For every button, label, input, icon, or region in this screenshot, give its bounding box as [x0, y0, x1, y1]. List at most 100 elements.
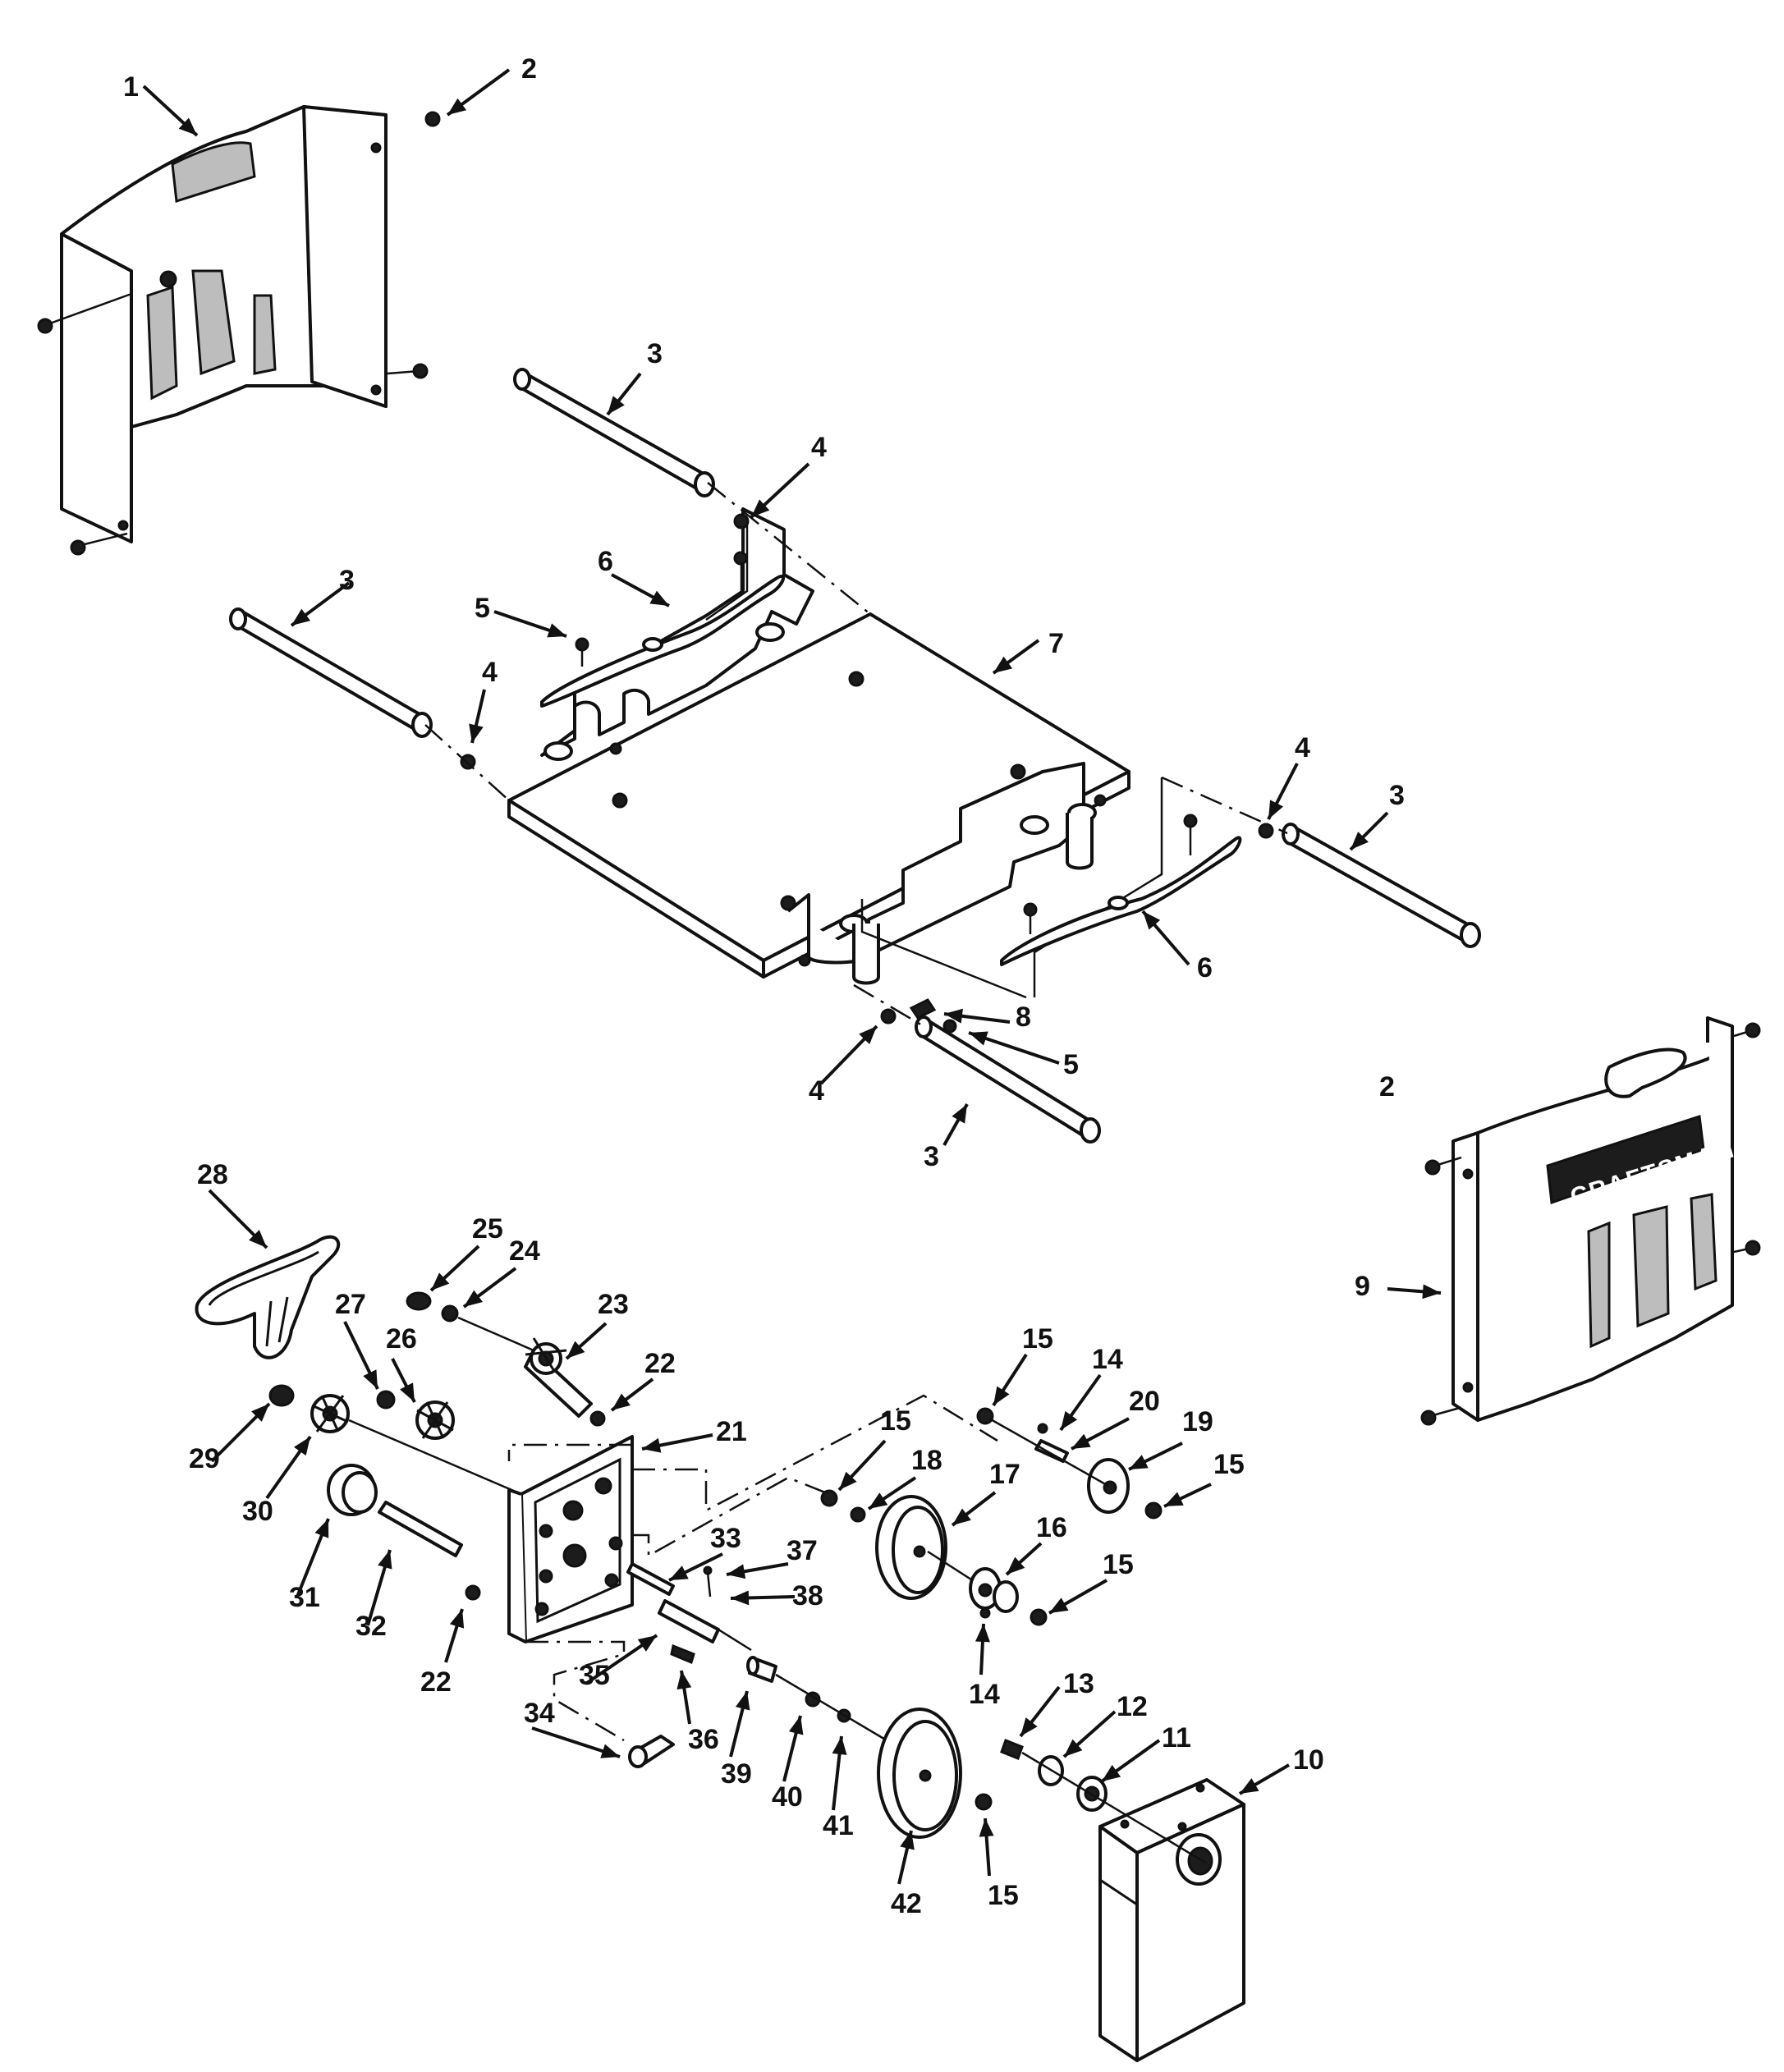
handle-part-34: [628, 1735, 675, 1768]
arrowhead: [751, 499, 770, 517]
arrowhead: [979, 1818, 994, 1837]
arrowhead: [600, 1744, 620, 1758]
bearing-part-15-upper: [976, 1407, 994, 1425]
callout-2-top: 2: [521, 53, 537, 85]
arrowhead: [293, 1437, 310, 1456]
callout-10: 10: [1293, 1744, 1324, 1776]
spacer-part-38: [718, 1628, 752, 1652]
leader-arrows: [142, 68, 1442, 1885]
callout-14-lower: 14: [969, 1679, 1000, 1710]
pulley-part-31: [327, 1464, 378, 1516]
callout-6-lower: 6: [1197, 952, 1213, 983]
arrowhead: [952, 1104, 967, 1124]
arrowhead: [642, 1437, 662, 1453]
gear-housing-plate-part-21: [507, 1435, 634, 1643]
arrowhead: [788, 1716, 804, 1735]
arrowhead: [975, 1624, 990, 1643]
gear-part-23: [524, 1337, 593, 1418]
arrowhead: [993, 656, 1013, 673]
callout-3-top: 3: [647, 338, 663, 369]
gear-large-part-17: [875, 1495, 947, 1600]
arrowhead: [363, 1369, 378, 1389]
arrowhead: [1268, 800, 1284, 819]
assembly-line-lower: [525, 1640, 626, 1742]
left-cover-part-1: [37, 105, 441, 556]
gear-part-26: [415, 1400, 455, 1440]
callout-40: 40: [772, 1781, 803, 1813]
sprocket-large-part-42: [877, 1708, 962, 1839]
callout-2-right: 2: [1379, 1071, 1395, 1102]
arrowhead: [859, 1026, 877, 1045]
callout-38: 38: [792, 1580, 823, 1611]
callout-18: 18: [911, 1445, 942, 1476]
arrowhead: [869, 1492, 888, 1509]
callout-8: 8: [1016, 1002, 1031, 1033]
arrowhead: [178, 117, 197, 135]
callout-15-e: 15: [988, 1880, 1019, 1911]
callout-37: 37: [787, 1535, 818, 1566]
callout-41: 41: [823, 1810, 854, 1841]
nut-part-25: [406, 1291, 432, 1311]
callout-9: 9: [1355, 1271, 1370, 1302]
coupler-part-35: [658, 1599, 720, 1643]
callout-4-left: 4: [482, 657, 498, 688]
key-part-36: [670, 1643, 695, 1665]
hub-part-16: [969, 1567, 1019, 1619]
callout-30: 30: [242, 1496, 273, 1527]
callout-4-bottom: 4: [809, 1075, 824, 1107]
callout-3-right: 3: [1389, 780, 1405, 811]
arrowhead: [566, 1341, 585, 1359]
guide-rod-upper-part-3: [513, 368, 715, 497]
arrowhead: [1422, 1284, 1441, 1300]
callout-3-left: 3: [339, 565, 355, 596]
callout-22-bottom: 22: [420, 1666, 452, 1698]
arrowhead: [1049, 1598, 1069, 1613]
washer-part-24: [441, 1304, 459, 1323]
arrowhead: [1064, 1739, 1083, 1757]
arrowhead: [251, 1404, 269, 1422]
arrowhead: [944, 1008, 963, 1024]
arrowhead: [314, 1519, 329, 1538]
callout-36: 36: [688, 1724, 719, 1755]
rail-upper-part-6: [540, 551, 785, 708]
arrowhead: [291, 608, 311, 626]
callout-17: 17: [989, 1459, 1020, 1490]
callout-23: 23: [598, 1289, 629, 1320]
arrowhead: [900, 1831, 915, 1850]
callout-4-right: 4: [1295, 732, 1310, 763]
arrowhead: [969, 1031, 988, 1046]
arrowhead: [449, 1609, 465, 1629]
callout-22-top: 22: [644, 1348, 676, 1379]
arrowhead: [547, 623, 566, 638]
arrowhead: [735, 1691, 750, 1711]
guide-rod-right-part-3: [1282, 823, 1481, 948]
callout-11: 11: [1162, 1722, 1191, 1753]
arrowhead: [1129, 1455, 1149, 1469]
callout-6-upper: 6: [598, 546, 613, 577]
arrowhead: [649, 590, 669, 606]
callout-32: 32: [355, 1611, 387, 1642]
guide-rod-left-part-3: [229, 607, 433, 738]
arrowhead: [447, 98, 467, 115]
callout-29: 29: [189, 1443, 220, 1474]
arrowhead: [952, 1508, 971, 1525]
arrowhead: [469, 723, 484, 743]
pin-part-37: [703, 1565, 713, 1598]
arrowhead: [1071, 1433, 1091, 1449]
arrowhead: [1061, 1410, 1078, 1430]
arrowhead: [1020, 1717, 1038, 1736]
callout-33: 33: [710, 1523, 741, 1554]
callout-5-lower: 5: [1063, 1049, 1079, 1080]
assembly-line-middle: [634, 1476, 830, 1558]
callout-3-bottom: 3: [924, 1141, 939, 1172]
callout-42: 42: [891, 1888, 922, 1919]
bearing-part-15-mid: [820, 1489, 838, 1507]
arrowhead: [1351, 832, 1369, 850]
callout-1: 1: [123, 71, 139, 103]
callout-21: 21: [716, 1416, 747, 1447]
collar-part-39: [746, 1656, 777, 1683]
callout-25: 25: [472, 1213, 503, 1245]
bearing-part-15-bottom: [975, 1793, 993, 1811]
callout-19: 19: [1182, 1406, 1213, 1437]
